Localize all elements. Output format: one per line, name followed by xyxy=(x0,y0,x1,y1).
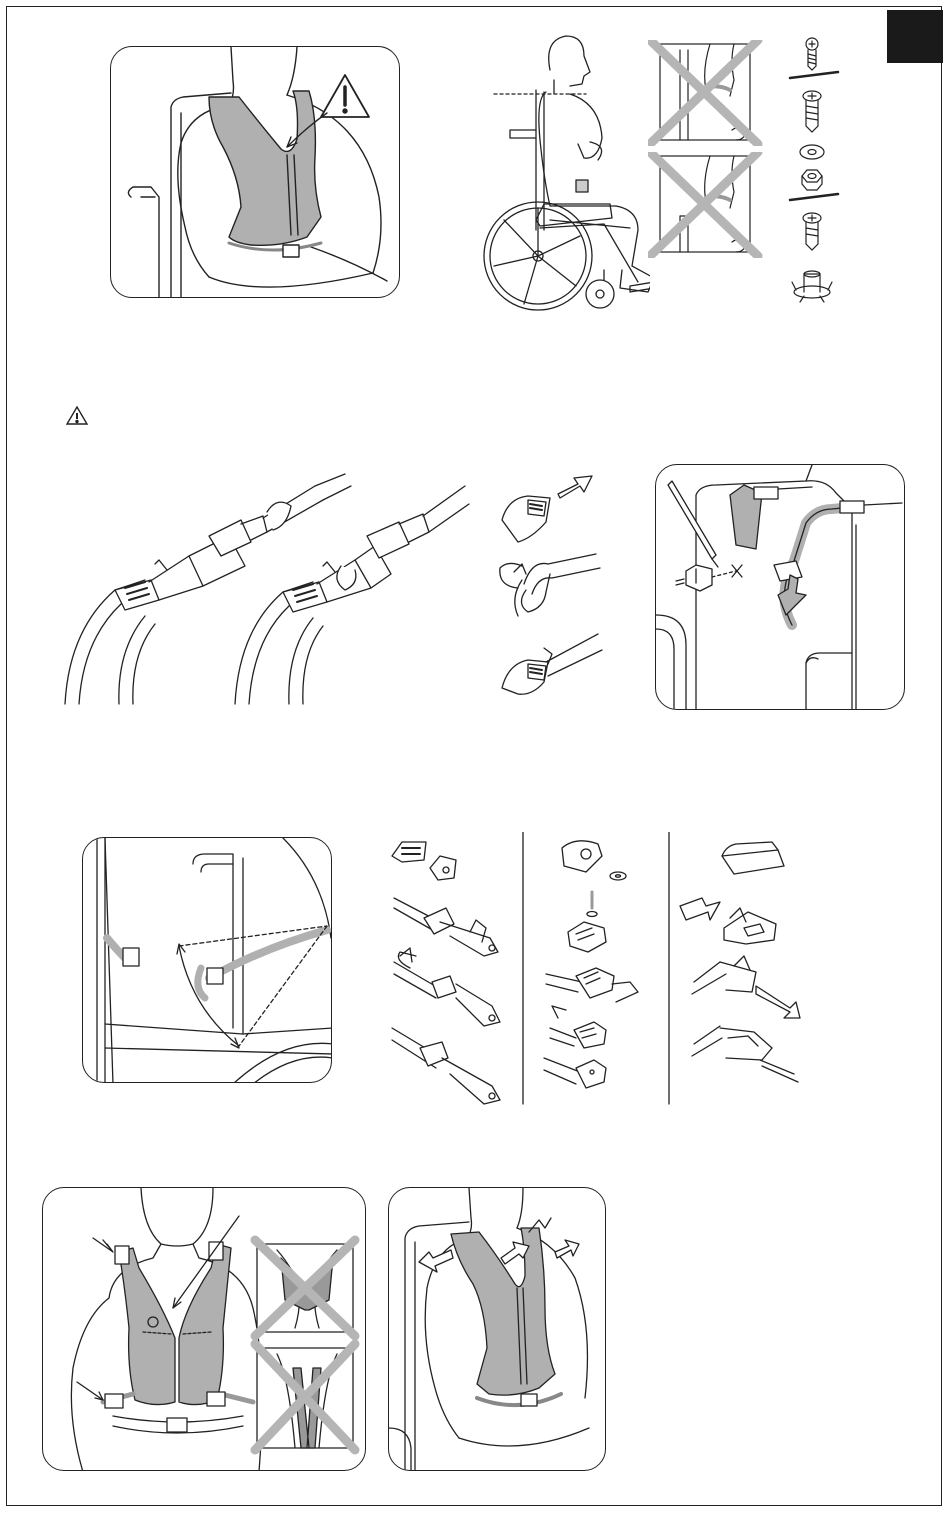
screw-icon xyxy=(803,91,821,132)
tee-nut-icon xyxy=(792,271,832,302)
figure-wheelchair-side xyxy=(480,30,650,315)
washer-icon xyxy=(800,145,824,159)
figure-fitting-front xyxy=(42,1187,366,1471)
screw-icon xyxy=(806,38,818,70)
incorrect-shoulder-height-2 xyxy=(648,152,763,258)
screw-icon xyxy=(803,213,821,250)
figure-vest-seated xyxy=(110,46,400,298)
incorrect-shoulder-height-1 xyxy=(648,40,763,146)
figure-fastening-methods xyxy=(380,832,810,1112)
nut-icon xyxy=(802,170,822,190)
figure-strap-angle xyxy=(82,837,332,1083)
language-tab xyxy=(887,10,943,63)
figure-strap-attachment-steps xyxy=(488,468,608,698)
hardware-list xyxy=(780,34,840,304)
figure-adjustment-side xyxy=(388,1187,606,1471)
figure-backrest-mounting xyxy=(655,464,905,710)
arrow-icon xyxy=(558,476,592,498)
figure-buckle-configurations xyxy=(55,470,475,710)
warning-triangle-icon xyxy=(66,406,88,426)
